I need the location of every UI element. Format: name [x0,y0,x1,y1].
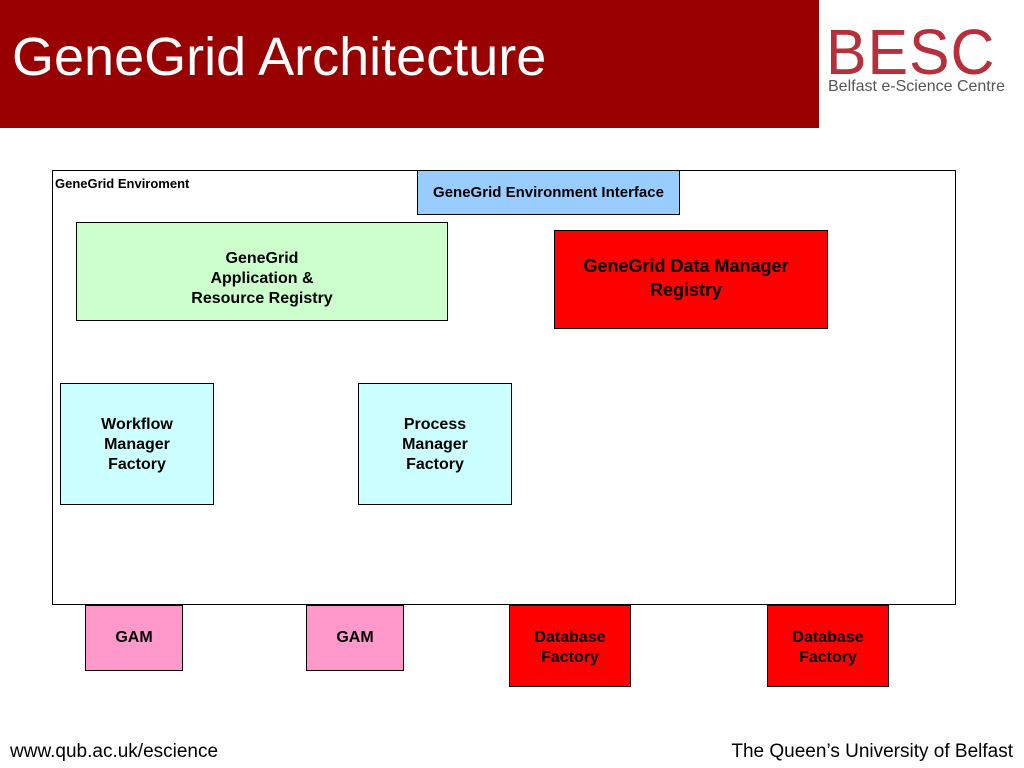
besc-logo: BESC Belfast e-Science Centre [826,20,1020,100]
gam-box-1: GAM [85,605,183,671]
environment-interface-box: GeneGrid Environment Interface [417,170,680,215]
application-resource-registry-box: GeneGrid Application & Resource Registry [76,222,448,321]
data-manager-registry-box: GeneGrid Data Manager Registry [554,230,828,329]
database-factory-box-1: Database Factory [509,605,631,687]
database-factory-box-2: Database Factory [767,605,889,687]
workflow-manager-factory-box: Workflow Manager Factory [60,383,214,505]
environment-label: GeneGrid Enviroment [55,176,190,191]
logo-mark: BESC [826,16,996,88]
logo-subtitle: Belfast e-Science Centre [828,78,1005,95]
footer-university: The Queen’s University of Belfast [731,741,1013,762]
title-bar: GeneGrid Architecture [0,0,819,128]
footer-url: www.qub.ac.uk/escience [10,741,219,762]
slide-title: GeneGrid Architecture [12,27,547,87]
gam-box-2: GAM [306,605,404,671]
process-manager-factory-box: Process Manager Factory [358,383,512,505]
